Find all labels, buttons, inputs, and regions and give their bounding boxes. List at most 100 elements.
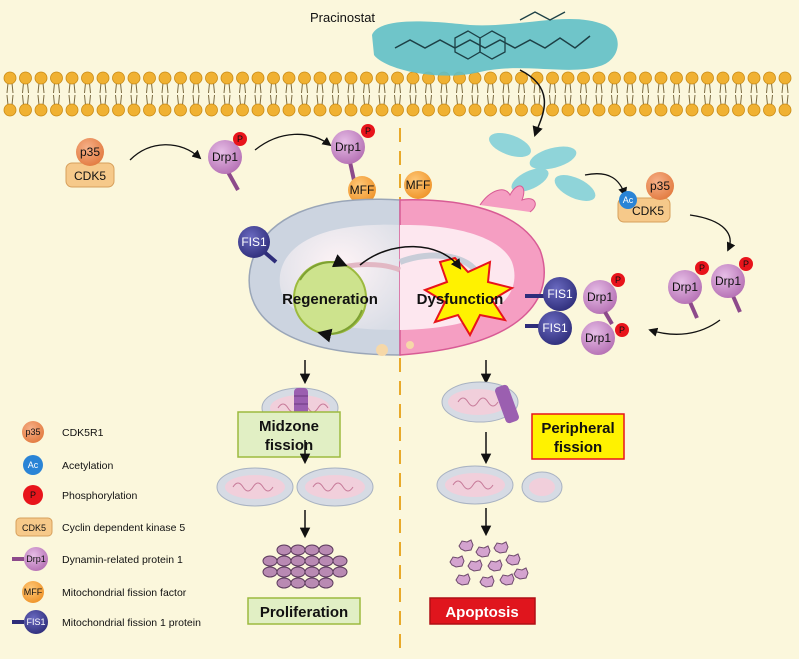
mff-left: MFF bbox=[348, 176, 376, 204]
arrow-drp1-to-membrane bbox=[254, 133, 332, 151]
svg-text:CDK5: CDK5 bbox=[22, 523, 46, 533]
mito-fragment bbox=[458, 539, 474, 552]
left-drp1-1: P Drp1 bbox=[208, 132, 247, 191]
svg-text:Drp1: Drp1 bbox=[585, 331, 611, 345]
lipid-head bbox=[747, 103, 761, 117]
svg-text:MFF: MFF bbox=[350, 183, 375, 197]
svg-text:FIS1: FIS1 bbox=[542, 321, 568, 335]
svg-text:P: P bbox=[30, 490, 36, 500]
mff-right: MFF bbox=[404, 171, 432, 199]
lipid-head bbox=[453, 103, 466, 117]
arrow-cdk5-to-drp1 bbox=[129, 144, 202, 161]
lipid-head bbox=[716, 71, 730, 85]
lipid-head bbox=[763, 103, 776, 117]
pracinostat-label: Pracinostat bbox=[310, 10, 375, 25]
lipid-head bbox=[127, 71, 141, 85]
small-mitochondrion bbox=[304, 577, 320, 589]
svg-text:FIS1: FIS1 bbox=[26, 617, 45, 627]
small-mitochondrion bbox=[290, 555, 306, 567]
lipid-head bbox=[747, 71, 761, 85]
legend-item-p: P Phosphorylation bbox=[23, 485, 137, 505]
small-mitochondrion bbox=[318, 577, 334, 589]
lipid-head bbox=[174, 71, 187, 85]
svg-text:MFF: MFF bbox=[24, 587, 43, 597]
midzone-fission-box: Midzone fission bbox=[237, 411, 341, 458]
arrow-drp1-to-fis1 bbox=[648, 319, 721, 337]
svg-text:P: P bbox=[619, 325, 625, 335]
small-mitochondrion bbox=[318, 544, 334, 556]
lipid-head bbox=[763, 71, 776, 85]
lipid-head bbox=[592, 71, 606, 85]
lipid-head bbox=[685, 103, 699, 117]
lipid-head bbox=[778, 71, 792, 85]
right-drp1-1: P Drp1 bbox=[668, 261, 709, 319]
lipid-head bbox=[561, 71, 575, 85]
lipid-head bbox=[50, 103, 63, 117]
lipid-head bbox=[701, 103, 714, 117]
fis1-drp1-lower: FIS1 P Drp1 bbox=[525, 311, 629, 355]
lipid-head bbox=[81, 71, 94, 85]
lipid-head bbox=[19, 103, 32, 117]
svg-text:Drp1: Drp1 bbox=[335, 140, 361, 154]
left-cdk5-complex: p35 CDK5 bbox=[65, 138, 115, 188]
small-mitochondrion bbox=[318, 555, 334, 567]
lipid-head bbox=[360, 103, 373, 117]
svg-text:CDK5R1: CDK5R1 bbox=[62, 427, 104, 439]
lipid-head bbox=[329, 103, 342, 117]
lipid-head bbox=[701, 71, 714, 85]
lipid-head bbox=[391, 71, 404, 85]
lipid-head bbox=[375, 71, 389, 85]
regeneration-label: Regeneration bbox=[282, 291, 378, 308]
svg-text:CDK5: CDK5 bbox=[632, 204, 664, 218]
lipid-head bbox=[251, 71, 265, 85]
svg-text:P: P bbox=[699, 263, 705, 273]
internalized-drug bbox=[489, 132, 596, 201]
lipid-head bbox=[50, 71, 63, 85]
svg-text:Ac: Ac bbox=[28, 460, 39, 470]
svg-text:Drp1: Drp1 bbox=[26, 554, 46, 564]
midzone-line1: Midzone bbox=[259, 418, 319, 435]
lipid-head bbox=[437, 103, 451, 117]
apoptosis-label: Apoptosis bbox=[445, 604, 518, 621]
svg-text:FIS1: FIS1 bbox=[241, 235, 267, 249]
lipid-head bbox=[515, 71, 528, 85]
lipid-head bbox=[112, 103, 125, 117]
mito-fragment bbox=[455, 573, 471, 586]
right-cdk5-complex: p35 Ac CDK5 bbox=[617, 172, 674, 223]
svg-text:Acetylation: Acetylation bbox=[62, 460, 114, 472]
peripheral-line1: Peripheral bbox=[541, 420, 614, 437]
dysfunction-label: Dysfunction bbox=[417, 291, 504, 308]
lipid-head bbox=[623, 71, 637, 85]
mito-fragment bbox=[487, 559, 503, 572]
dysfunction-burst bbox=[422, 256, 515, 338]
svg-text:P: P bbox=[237, 134, 243, 144]
lipid-head bbox=[329, 71, 342, 85]
small-mitochondrion bbox=[276, 544, 292, 556]
lipid-head bbox=[236, 71, 249, 85]
lipid-head bbox=[406, 103, 420, 117]
proliferation-box: Proliferation bbox=[247, 597, 361, 625]
lipid-head bbox=[732, 71, 745, 85]
legend: p35 CDK5R1 Ac Acetylation P Phosphorylat… bbox=[12, 421, 201, 634]
small-mitochondrion bbox=[276, 566, 292, 578]
lipid-head bbox=[313, 103, 327, 117]
lipid-head bbox=[96, 103, 110, 117]
lipid-head bbox=[158, 103, 172, 117]
small-mitochondrion bbox=[304, 566, 320, 578]
lipid-head bbox=[344, 103, 358, 117]
legend-item-mff: MFF Mitochondrial fission factor bbox=[22, 581, 187, 603]
lipid-head bbox=[189, 103, 203, 117]
arrow-regeneration-to-dysfunction bbox=[359, 245, 462, 270]
lipid-head bbox=[577, 103, 590, 117]
svg-text:Cyclin dependent kinase 5: Cyclin dependent kinase 5 bbox=[62, 522, 185, 534]
small-mitochondrion bbox=[276, 577, 292, 589]
lipid-head bbox=[530, 71, 544, 85]
lipid-head bbox=[236, 103, 249, 117]
lipid-head bbox=[267, 71, 280, 85]
svg-text:p35: p35 bbox=[650, 179, 670, 193]
apoptosis-box: Apoptosis bbox=[429, 597, 536, 625]
legend-item-ac: Ac Acetylation bbox=[23, 455, 114, 475]
lipid-head bbox=[189, 71, 203, 85]
